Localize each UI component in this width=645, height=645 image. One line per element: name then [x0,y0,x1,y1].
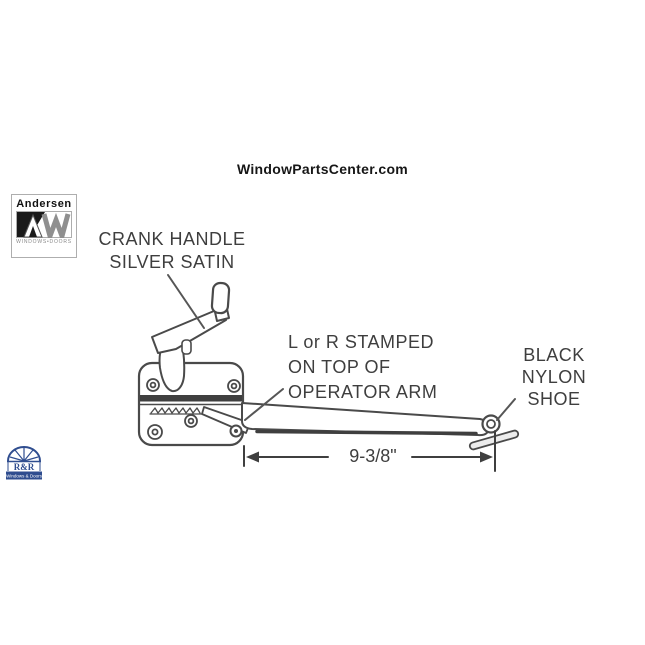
crank-label-line1: CRANK HANDLE [98,229,246,249]
housing-gear-bar [140,395,242,402]
andersen-brand-text: Andersen [16,198,72,210]
dimension-line [243,430,496,472]
crank-leader-line [167,274,205,329]
rr-arch-window-icon: R&R Windows & Doors [6,446,43,480]
stamped-label-line3: OPERATOR ARM [288,382,438,402]
andersen-tagline-text: WINDOWS•DOORS [16,239,72,245]
shoe-label-line2: NYLON [521,367,587,387]
andersen-aw-monogram-icon [16,211,72,238]
shoe-leader-line [496,398,516,421]
housing-screws [146,378,241,440]
stamped-label-line1: L or R STAMPED [288,332,435,352]
crank-handle-label: CRANK HANDLE SILVER SATIN [86,228,258,274]
gear-rack-teeth [149,407,207,415]
crank-hub-nub [181,339,192,355]
shoe-label-line3: SHOE [527,389,581,409]
arm-shadow-stripe [255,429,478,436]
nylon-shoe-label: BLACK NYLON SHOE [511,344,597,410]
stamped-label: L or R STAMPED ON TOP OF OPERATOR ARM [288,330,468,405]
rr-logo-text: R&R [14,462,35,472]
site-title: WindowPartsCenter.com [236,161,409,177]
crank-label-line2: SILVER SATIN [109,252,235,272]
andersen-logo: Andersen WINDOWS•DOORS [11,194,77,258]
shoe-label-line1: BLACK [523,345,585,365]
rr-windows-doors-logo: R&R Windows & Doors [4,441,44,481]
stamped-label-line2: ON TOP OF [288,357,391,377]
crank-lever [151,310,227,354]
stamped-leader-line [244,388,284,421]
crank-knob [210,281,231,315]
dimension-value: 9-3/8" [349,446,397,466]
rr-tagline-text: Windows & Doors [6,474,43,479]
